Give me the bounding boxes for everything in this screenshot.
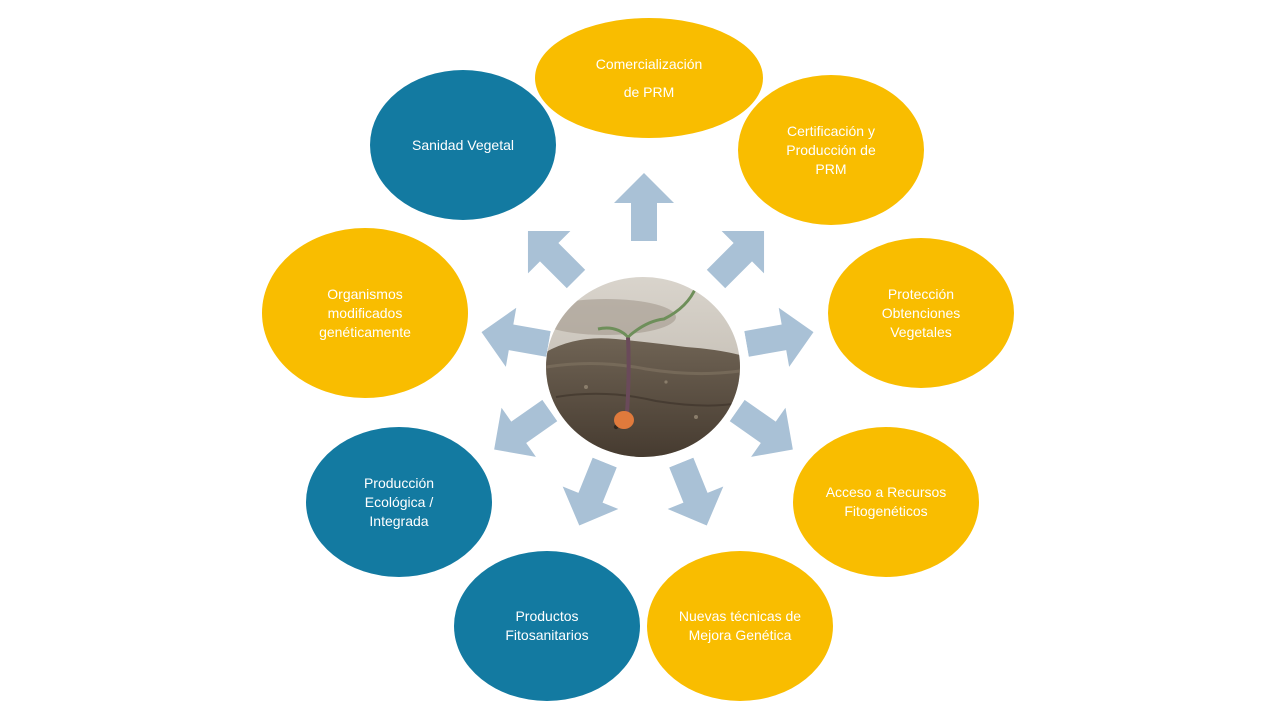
node-nuevas-tecnicas-mejora-genetica: Nuevas técnicas de Mejora Genética xyxy=(647,551,833,701)
arrow-left-icon xyxy=(476,303,553,374)
arrow-up-right-icon xyxy=(695,210,786,301)
arrow-up-icon xyxy=(614,173,674,241)
node-label: Protección Obtenciones Vegetales xyxy=(881,285,961,340)
seedling-image xyxy=(546,277,740,457)
node-label: Comercialización de PRM xyxy=(595,56,703,100)
node-organismos-modificados-geneticamente: Organismos modificados genéticamente xyxy=(262,228,468,398)
node-comercializacion-prm: Comercialización de PRM xyxy=(535,18,763,138)
node-label: Nuevas técnicas de Mejora Genética xyxy=(678,608,802,643)
arrow-down-left-icon xyxy=(551,451,632,537)
arrow-right-icon xyxy=(741,303,818,374)
node-productos-fitosanitarios: Productos Fitosanitarios xyxy=(454,551,640,701)
node-label: Sanidad Vegetal xyxy=(412,136,514,153)
node-label: Acceso a Recursos Fitogenéticos xyxy=(825,484,947,519)
node-label: Certificación y Producción de PRM xyxy=(786,122,876,177)
node-label: Organismos modificados genéticamente xyxy=(319,285,411,340)
node-label: Producción Ecológica / Integrada xyxy=(363,474,435,529)
arrow-down-right-2-icon xyxy=(653,451,734,537)
node-certificacion-produccion-prm: Certificación y Producción de PRM xyxy=(738,75,924,225)
node-sanidad-vegetal: Sanidad Vegetal xyxy=(370,70,556,220)
node-acceso-recursos-fitogeneticos: Acceso a Recursos Fitogenéticos xyxy=(793,427,979,577)
node-proteccion-obtenciones-vegetales: Protección Obtenciones Vegetales xyxy=(828,238,1014,388)
arrow-down-right-icon xyxy=(720,386,810,474)
node-label: Productos Fitosanitarios xyxy=(505,608,589,643)
arrow-down-left-2-icon xyxy=(477,386,567,474)
arrow-up-left-icon xyxy=(507,210,598,301)
node-produccion-ecologica-integrada: Producción Ecológica / Integrada xyxy=(306,427,492,577)
